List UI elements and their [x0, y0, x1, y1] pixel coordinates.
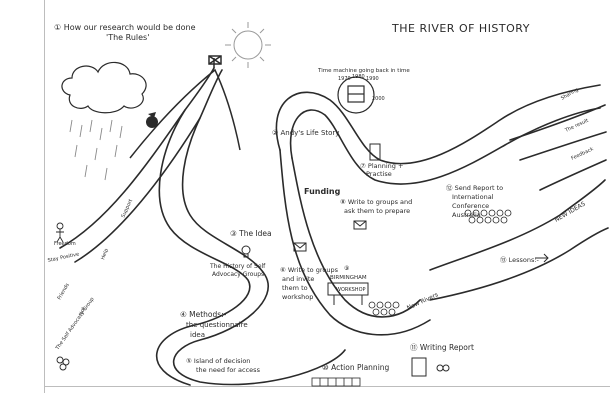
calendar-icon — [312, 378, 360, 386]
workshop-number: ⑨ — [344, 265, 349, 272]
new-rivers-label: New Rivers — [406, 291, 439, 312]
tributary-label-feedback: Feedback — [570, 146, 594, 162]
climber-figure-icon — [146, 112, 158, 128]
sun-icon — [225, 22, 271, 68]
intro-line-2: 'The Rules' — [106, 33, 149, 42]
new-ideas-label: NEW IDEAS — [554, 200, 587, 223]
write-invite-line-1: ⑥ Write to groups — [280, 266, 339, 274]
write-ask-line-1: ⑧ Write to groups and — [340, 198, 412, 206]
write-invite-line-2: and invite — [282, 275, 314, 283]
methods-line-3: idea — [190, 331, 205, 339]
workshop-label: WORKSHOP — [336, 287, 366, 293]
step-the-idea: ③ The Idea — [230, 229, 272, 238]
need-for-access: the need for access — [196, 366, 261, 374]
drawing-title: THE RIVER OF HISTORY — [391, 22, 530, 35]
planning-line-2: Practise — [366, 170, 392, 178]
year-1990: 1990 — [366, 76, 379, 82]
intro-line-1: ① How our research would be done — [54, 23, 196, 32]
time-machine-icon — [338, 77, 374, 113]
left-label-help: Help — [100, 248, 110, 261]
year-1970: 1970 — [338, 76, 351, 82]
envelope-icon — [294, 221, 366, 251]
send-report-line-3: Conference — [452, 202, 489, 210]
write-invite-line-3: them to — [282, 284, 308, 292]
rain-icon — [70, 120, 122, 180]
island-of-decision: ⑤ Island of decision — [186, 357, 250, 365]
methods-line-1: ④ Methods:- — [180, 310, 227, 319]
step-action-planning: ⑩ Action Planning — [322, 363, 390, 372]
left-label-friends: Friends — [57, 282, 71, 301]
tributary-label-sharing: Sharing — [560, 87, 580, 102]
year-2000: 2000 — [372, 96, 385, 102]
step-funding: Funding — [304, 187, 341, 196]
send-report-line-4: Australia — [452, 211, 481, 219]
write-invite-line-4: workshop — [282, 293, 313, 301]
write-ask-line-2: ask them to prepare — [344, 207, 410, 215]
planning-line-1: ⑦ Planning + — [360, 162, 403, 170]
methods-line-2: the questionnaire — [186, 321, 248, 329]
step-writing-report: ⑪ Writing Report — [410, 343, 474, 352]
history-line-1: The History of Self — [209, 263, 266, 270]
send-report-line-1: ⑫ Send Report to — [446, 184, 503, 192]
step-andys-life-story: ② Andy's Life Story — [272, 129, 339, 137]
river-banks — [60, 68, 608, 385]
step-lessons: ⑬ Lessons:- — [500, 256, 540, 264]
report-document-icon — [370, 144, 449, 376]
history-line-2: Advocacy Groups — [212, 271, 264, 278]
workshop-city: BIRMINGHAM — [330, 275, 367, 281]
left-label-freedom: Freedom — [54, 241, 76, 247]
cloud-icon — [62, 62, 146, 112]
year-1980: 1980 — [352, 74, 365, 80]
left-label-self-advocacy-group: The Self Advocacy Group — [54, 296, 95, 352]
send-report-line-2: International — [452, 193, 494, 201]
crowd-icon — [369, 210, 511, 315]
left-label-support: Support — [120, 198, 134, 218]
